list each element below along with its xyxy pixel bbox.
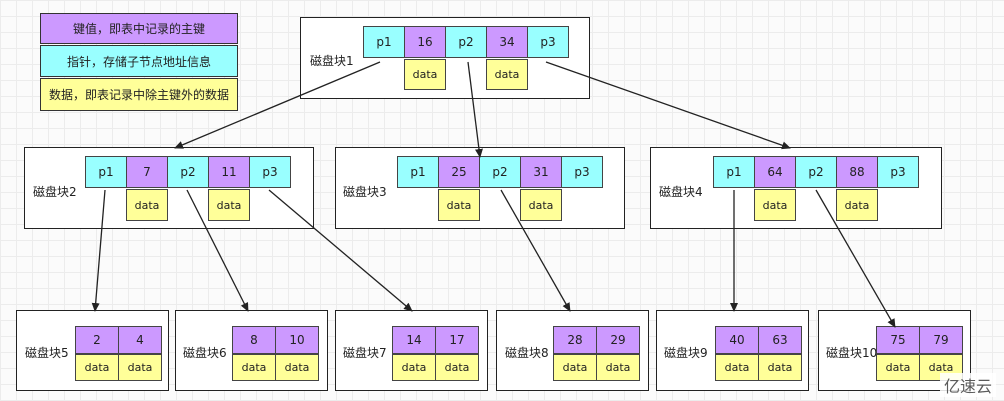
disk-block-label: 磁盘块8	[505, 346, 549, 360]
disk-block-label: 磁盘块3	[343, 185, 387, 199]
pointer-arrow	[815, 189, 896, 328]
pointer-cell: p3	[561, 156, 603, 188]
legend-data-label: 数据，即表记录中除主键外的数据	[48, 88, 229, 102]
data-cell: data	[438, 189, 480, 221]
pointer-cell: p1	[85, 156, 127, 188]
watermark: 亿速云	[939, 373, 996, 397]
key-cell: 88	[836, 156, 878, 188]
disk-block-label: 磁盘块10	[826, 346, 878, 360]
key-cell: 2	[75, 326, 119, 354]
data-cell: data	[392, 354, 436, 381]
pointer-arrow	[186, 189, 249, 312]
key-cell: 4	[118, 326, 162, 354]
key-cell: 7	[126, 156, 168, 188]
key-cell: 29	[596, 326, 640, 354]
legend-data: 数据，即表记录中除主键外的数据	[40, 78, 238, 111]
data-cell: data	[232, 354, 276, 381]
key-cell: 64	[754, 156, 796, 188]
key-cell: 10	[275, 326, 319, 354]
pointer-cell: p2	[479, 156, 521, 188]
data-cell: data	[75, 354, 119, 381]
data-cell: data	[275, 354, 319, 381]
data-cell: data	[126, 189, 168, 221]
disk-block-label: 磁盘块7	[343, 346, 387, 360]
legend-pointer-label: 指针，存储子节点地址信息	[66, 54, 211, 69]
data-cell: data	[118, 354, 162, 381]
data-cell: data	[435, 354, 479, 381]
pointer-arrow	[174, 61, 381, 149]
pointer-cell: p2	[167, 156, 209, 188]
legend-pointer: 指针，存储子节点地址信息	[40, 45, 238, 77]
pointer-arrow	[500, 189, 571, 312]
disk-block-label: 磁盘块6	[183, 346, 227, 360]
data-cell: data	[486, 59, 528, 90]
disk-block-label: 磁盘块4	[659, 185, 703, 199]
pointer-arrow	[268, 189, 413, 312]
key-cell: 34	[486, 26, 528, 58]
key-cell: 40	[715, 326, 759, 354]
pointer-arrow	[467, 61, 483, 158]
disk-block-label: 磁盘块5	[25, 346, 69, 360]
watermark-text: 亿速云	[943, 377, 992, 396]
legend-key-label: 键值，即表中记录的主键	[72, 22, 205, 36]
data-cell: data	[553, 354, 597, 381]
data-cell: data	[520, 189, 562, 221]
pointer-cell: p3	[877, 156, 919, 188]
data-cell: data	[715, 354, 759, 381]
pointer-arrow	[545, 61, 791, 150]
pointer-cell: p3	[249, 156, 291, 188]
key-cell: 17	[435, 326, 479, 354]
disk-block-label: 磁盘块1	[310, 54, 354, 68]
pointer-cell: p1	[397, 156, 439, 188]
disk-block-label: 磁盘块9	[664, 346, 708, 360]
data-cell: data	[836, 189, 878, 221]
key-cell: 8	[232, 326, 276, 354]
pointer-arrow	[91, 189, 106, 312]
data-cell: data	[208, 189, 250, 221]
pointer-cell: p1	[363, 26, 405, 58]
pointer-cell: p2	[795, 156, 837, 188]
key-cell: 79	[919, 326, 963, 354]
key-cell: 63	[758, 326, 802, 354]
data-cell: data	[404, 59, 446, 90]
data-cell: data	[754, 189, 796, 221]
data-cell: data	[876, 354, 920, 381]
key-cell: 25	[438, 156, 480, 188]
disk-block-label: 磁盘块2	[33, 185, 77, 199]
key-cell: 31	[520, 156, 562, 188]
pointer-cell: p1	[713, 156, 755, 188]
legend-key: 键值，即表中记录的主键	[40, 13, 238, 44]
pointer-cell: p3	[527, 26, 569, 58]
data-cell: data	[758, 354, 802, 381]
key-cell: 14	[392, 326, 436, 354]
data-cell: data	[596, 354, 640, 381]
pointer-cell: p2	[445, 26, 487, 58]
key-cell: 75	[876, 326, 920, 354]
